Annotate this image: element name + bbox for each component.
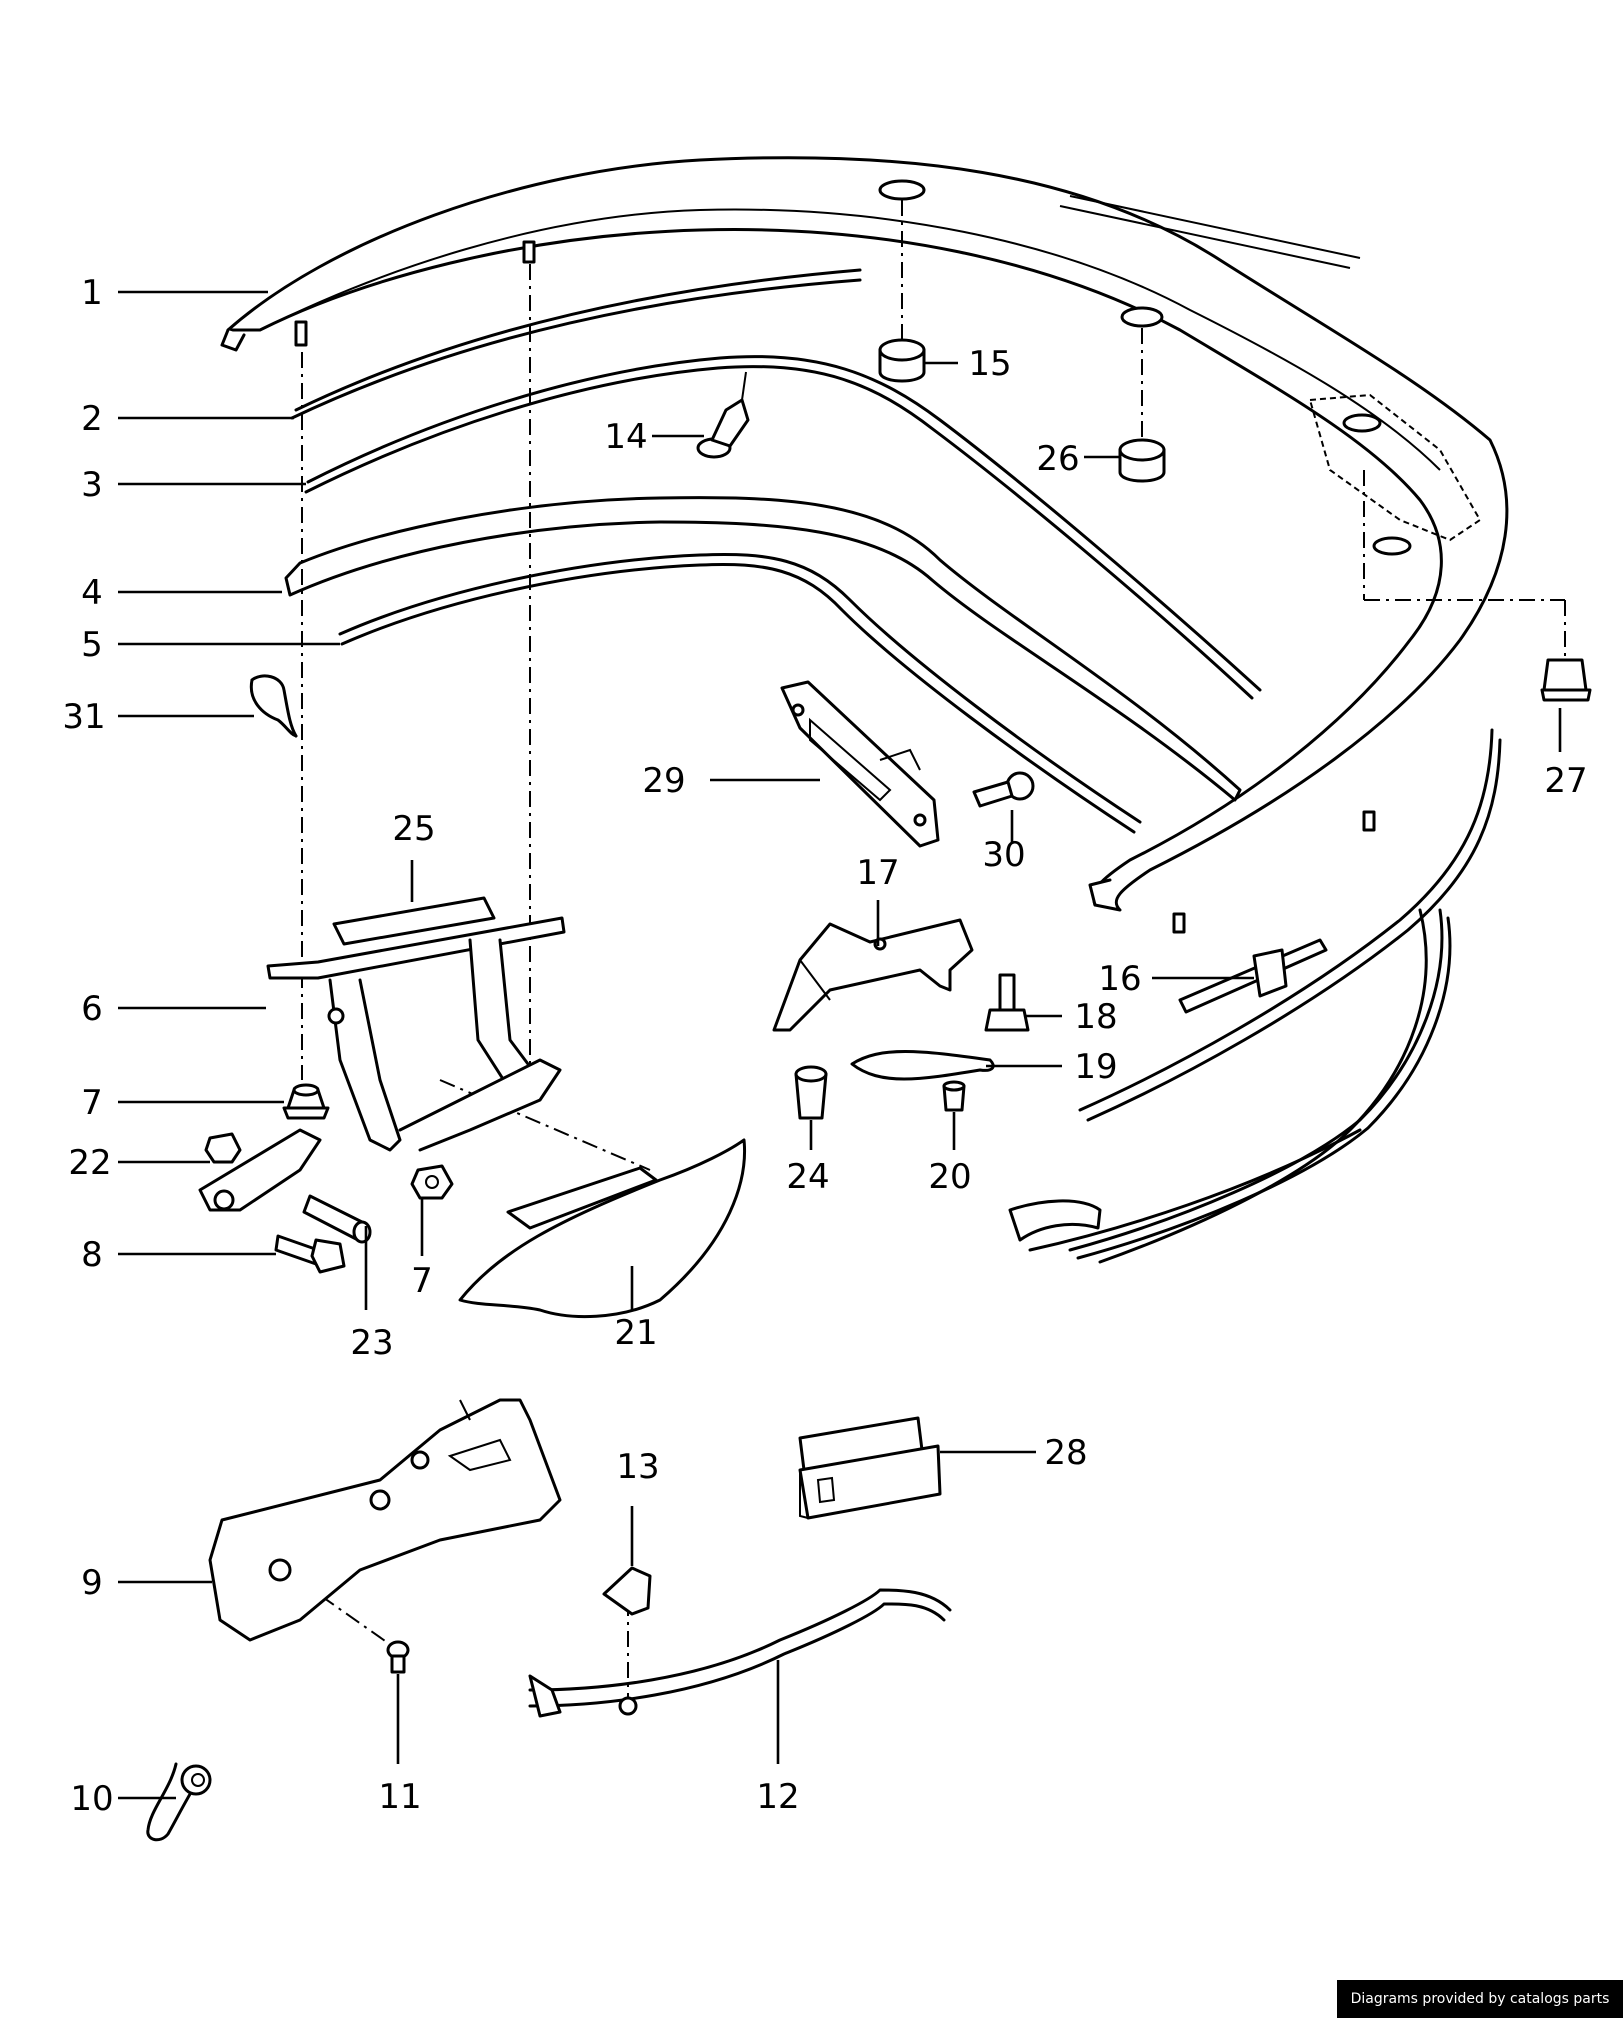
part-14-clip — [696, 371, 750, 459]
part-3-seal-strip — [304, 355, 1262, 700]
part-1-cover-frame — [220, 156, 1509, 934]
part-26-buffer — [1118, 438, 1166, 483]
callout-31: 31 — [62, 697, 105, 737]
rear-seal-assembly — [1008, 728, 1502, 1264]
leader-lines — [118, 290, 1562, 1800]
part-9-shield — [208, 1398, 562, 1642]
callout-23: 23 — [350, 1323, 393, 1363]
part-31-clip — [249, 674, 298, 738]
callout-7a: 7 — [81, 1083, 103, 1123]
callout-5: 5 — [81, 625, 103, 665]
part-23-pin — [302, 1194, 372, 1244]
callout-19: 19 — [1074, 1047, 1117, 1087]
part-25-label — [332, 896, 496, 946]
callout-29: 29 — [642, 761, 685, 801]
callout-4: 4 — [81, 573, 103, 613]
part-8-bolt — [274, 1234, 346, 1274]
callout-13: 13 — [616, 1447, 659, 1487]
part-15-buffer — [878, 338, 926, 383]
callout-11: 11 — [378, 1777, 421, 1817]
part-29-bracket — [780, 680, 940, 848]
part-20-plug — [942, 1080, 966, 1112]
callout-1: 1 — [81, 273, 103, 313]
part-19-pad — [850, 1050, 995, 1081]
part-12-cable — [528, 1588, 952, 1718]
part-27-nut — [1540, 658, 1592, 702]
callout-27: 27 — [1544, 761, 1587, 801]
callout-3: 3 — [81, 465, 103, 505]
callout-14: 14 — [604, 417, 647, 457]
part-24-bushing — [794, 1065, 828, 1120]
callout-28: 28 — [1044, 1433, 1087, 1473]
part-4-seal-profile — [284, 496, 1242, 802]
part-2-seal-strip — [290, 268, 862, 420]
part-11-plug — [386, 1640, 410, 1674]
part-7-nut-a — [282, 1083, 330, 1120]
part-5-seal-strip — [338, 552, 1142, 834]
callout-9: 9 — [81, 1563, 103, 1603]
part-30-screw — [972, 771, 1035, 808]
callout-26: 26 — [1036, 439, 1079, 479]
callout-22: 22 — [68, 1143, 111, 1183]
callout-17: 17 — [856, 853, 899, 893]
part-10-clamp — [146, 1762, 212, 1842]
callout-24: 24 — [786, 1157, 829, 1197]
callout-25: 25 — [392, 809, 435, 849]
callout-6: 6 — [81, 989, 103, 1029]
part-16-clip — [1252, 948, 1288, 998]
part-7-nut-b — [410, 1164, 454, 1200]
part-28-module — [798, 1416, 942, 1520]
part-21-trim — [458, 1138, 747, 1319]
callout-30: 30 — [982, 835, 1025, 875]
part-13-clip — [602, 1566, 652, 1616]
callout-15: 15 — [968, 344, 1011, 384]
part-22-nut — [204, 1132, 242, 1164]
callout-8: 8 — [81, 1235, 103, 1275]
callout-20: 20 — [928, 1157, 971, 1197]
callout-7b: 7 — [411, 1261, 433, 1301]
part-6-hinge-bracket — [198, 916, 566, 1212]
part-18-bolt — [984, 973, 1030, 1032]
callout-2: 2 — [81, 399, 103, 439]
part-17-bracket — [772, 918, 974, 1032]
callout-10: 10 — [70, 1779, 113, 1819]
credit-banner: Diagrams provided by catalogs parts — [1337, 1980, 1623, 2018]
callout-18: 18 — [1074, 997, 1117, 1037]
callout-16: 16 — [1098, 959, 1141, 999]
callout-labels: 1 2 3 4 5 31 6 7 22 8 9 10 11 12 13 14 1… — [62, 273, 1587, 1819]
callout-21: 21 — [614, 1313, 657, 1353]
callout-12: 12 — [756, 1777, 799, 1817]
